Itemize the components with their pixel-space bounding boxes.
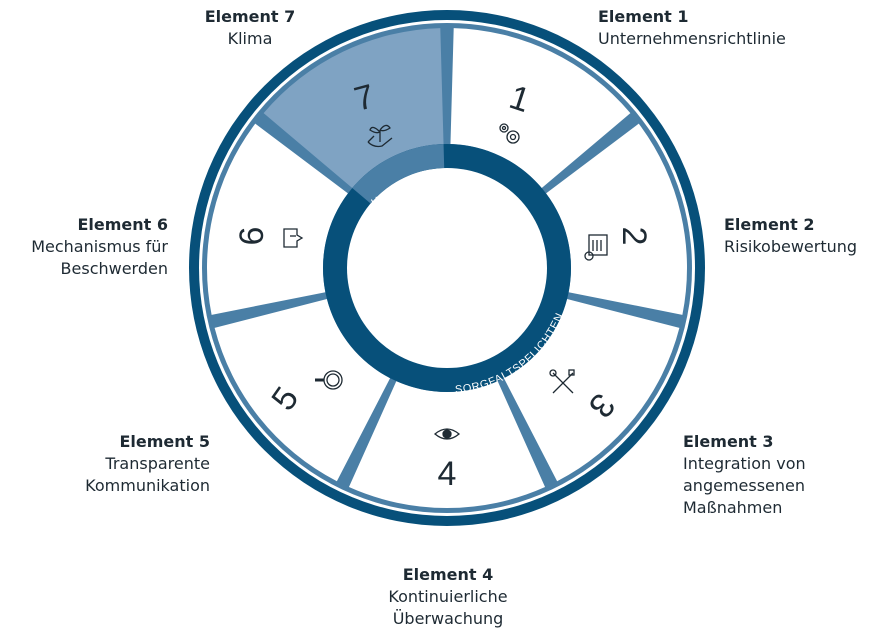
element-4-desc: Kontinuierliche Überwachung xyxy=(388,587,508,628)
eye-icon xyxy=(433,428,461,440)
risk-document-icon xyxy=(584,234,608,261)
label-element-2: Element 2 Risikobewertung xyxy=(724,214,857,258)
wheel-segment-1 xyxy=(450,28,631,189)
element-6-desc-line1: Mechanismus für xyxy=(31,237,168,256)
wheel-segment-4 xyxy=(348,381,546,508)
element-7-desc: Klima xyxy=(227,29,273,48)
element-1-title: Element 1 xyxy=(598,7,689,26)
label-element-4: Element 4 Kontinuierliche Überwachung xyxy=(333,564,563,630)
element-3-desc-line2: angemessenen xyxy=(683,476,806,495)
inner-circle xyxy=(347,168,547,368)
label-element-6: Element 6 Mechanismus für Beschwerden xyxy=(0,214,168,280)
wheel-segment-7 xyxy=(263,28,444,189)
element-2-title: Element 2 xyxy=(724,215,815,234)
element-5-desc-line1: Transparente xyxy=(105,454,210,473)
chat-bubble-icon xyxy=(283,228,304,248)
segment-number-4: 4 xyxy=(438,455,457,493)
element-6-title: Element 6 xyxy=(77,215,168,234)
element-3-desc-line1: Integration von xyxy=(683,454,806,473)
magnifier-icon xyxy=(315,370,343,390)
wheel-segment-6 xyxy=(207,123,348,315)
element-6-desc-line2: Beschwerden xyxy=(60,259,168,278)
label-element-5: Element 5 Transparente Kommunikation xyxy=(40,431,210,497)
element-1-desc: Unternehmensrichtlinie xyxy=(598,29,786,48)
element-2-desc: Risikobewertung xyxy=(724,237,858,256)
tools-icon xyxy=(549,369,575,394)
plant-hand-icon xyxy=(367,124,393,148)
element-5-desc-line2: Kommunikation xyxy=(85,476,210,495)
wheel-segment-2 xyxy=(546,123,687,315)
element-5-title: Element 5 xyxy=(119,432,210,451)
wheel-segment-3 xyxy=(503,298,680,482)
label-element-7: Element 7 Klima xyxy=(190,6,310,50)
umwelt-band xyxy=(352,144,445,204)
element-7-title: Element 7 xyxy=(204,7,296,26)
element-4-title: Element 4 xyxy=(402,565,494,584)
label-element-3: Element 3 Integration von angemessenen M… xyxy=(683,431,806,519)
wheel-segment-5 xyxy=(214,298,391,482)
element-3-desc-line3: Maßnahmen xyxy=(683,498,783,517)
segment-number-2: 2 xyxy=(615,227,653,246)
gears-icon xyxy=(499,123,520,144)
segment-number-6: 6 xyxy=(233,227,271,246)
element-3-title: Element 3 xyxy=(683,432,774,451)
label-element-1: Element 1 Unternehmensrichtlinie xyxy=(598,6,786,50)
